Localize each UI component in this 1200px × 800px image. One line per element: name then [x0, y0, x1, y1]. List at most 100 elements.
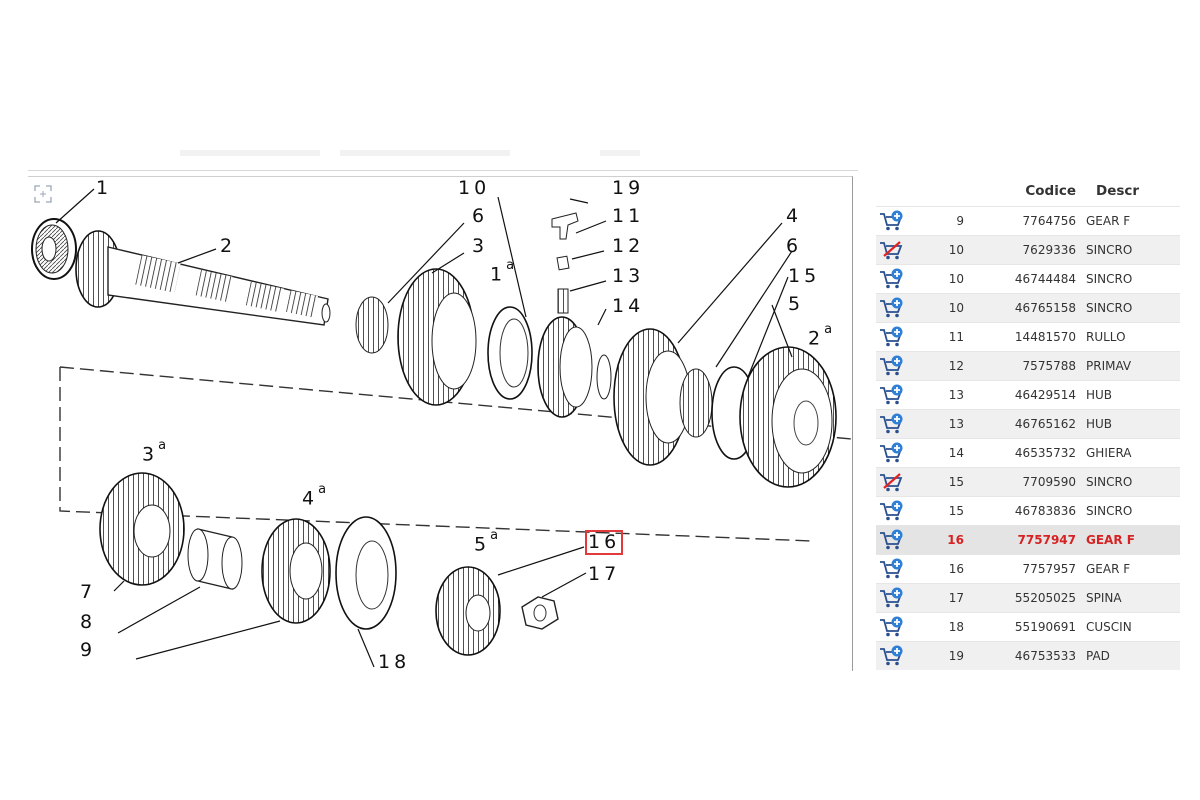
- callout-12[interactable]: 12: [612, 235, 645, 257]
- callout-3a[interactable]: 3a: [142, 438, 167, 466]
- add-to-cart-icon[interactable]: [878, 326, 906, 348]
- callout-19[interactable]: 19: [612, 177, 645, 199]
- callout-10[interactable]: 10: [458, 177, 491, 199]
- row-code[interactable]: 46429514: [976, 380, 1086, 410]
- col-code-header[interactable]: Codice: [1025, 183, 1076, 199]
- row-code[interactable]: 55205025: [976, 583, 1086, 613]
- shaft-2-part: [75, 230, 331, 326]
- add-to-cart-icon[interactable]: [878, 442, 906, 464]
- callout-2[interactable]: 2: [220, 235, 237, 257]
- expand-icon[interactable]: [34, 185, 52, 203]
- callout-14[interactable]: 14: [612, 295, 645, 317]
- bearing-1-part: [31, 218, 77, 280]
- callout-5a[interactable]: 5a: [474, 528, 499, 556]
- add-to-cart-icon[interactable]: [878, 268, 906, 290]
- callout-9[interactable]: 9: [80, 639, 97, 661]
- row-desc: PAD: [1086, 641, 1180, 670]
- callout-18[interactable]: 18: [378, 651, 411, 673]
- row-code[interactable]: 7709590: [976, 467, 1086, 497]
- row-code[interactable]: 7575788: [976, 351, 1086, 381]
- callout-6b[interactable]: 6: [786, 235, 803, 257]
- add-to-cart-icon[interactable]: [878, 210, 906, 232]
- row-code[interactable]: 46783836: [976, 496, 1086, 526]
- callout-4a[interactable]: 4a: [302, 482, 327, 510]
- row-desc: GEAR F: [1086, 554, 1180, 584]
- cart-disabled-icon[interactable]: [878, 239, 906, 261]
- add-to-cart-icon[interactable]: [878, 297, 906, 319]
- diagram-drawing: [31, 188, 852, 668]
- add-to-cart-icon[interactable]: [878, 500, 906, 522]
- callout-13[interactable]: 13: [612, 265, 645, 287]
- row-code[interactable]: 55190691: [976, 612, 1086, 642]
- add-to-cart-icon[interactable]: [878, 558, 906, 580]
- callout-7[interactable]: 7: [80, 581, 97, 603]
- row-code[interactable]: 7757947: [976, 525, 1086, 555]
- cart-disabled-icon[interactable]: [878, 471, 906, 493]
- row-num: 14: [918, 438, 976, 468]
- row-code[interactable]: 7757957: [976, 554, 1086, 584]
- add-to-cart-icon[interactable]: [878, 413, 906, 435]
- add-to-cart-icon[interactable]: [878, 384, 906, 406]
- callout-15[interactable]: 15: [788, 265, 821, 287]
- add-to-cart-icon[interactable]: [878, 645, 906, 667]
- callout-11[interactable]: 11: [612, 205, 645, 227]
- callout-5[interactable]: 5: [788, 293, 805, 315]
- row-num: 19: [918, 641, 976, 670]
- callout-16-highlighted[interactable]: 16: [584, 530, 624, 555]
- header-placeholder: [180, 150, 650, 158]
- row-num: 9: [918, 206, 976, 236]
- callout-1a[interactable]: 1a: [490, 258, 515, 286]
- col-desc-header[interactable]: Descr: [1096, 183, 1140, 199]
- row-code[interactable]: 46744484: [976, 264, 1086, 294]
- callout-17[interactable]: 17: [588, 563, 621, 585]
- table-header-row: Codice Descr: [876, 176, 1180, 207]
- header-divider: [28, 170, 858, 171]
- row-code[interactable]: 46753533: [976, 641, 1086, 670]
- row-code[interactable]: 14481570: [976, 322, 1086, 352]
- add-to-cart-icon[interactable]: [878, 355, 906, 377]
- leader-lines: [55, 188, 793, 668]
- row-desc: HUB: [1086, 380, 1180, 410]
- callout-4[interactable]: 4: [786, 205, 803, 227]
- add-to-cart-icon[interactable]: [878, 529, 906, 551]
- row-desc: HUB: [1086, 409, 1180, 439]
- callout-2a[interactable]: 2a: [808, 322, 833, 350]
- row-desc: SINCRO: [1086, 235, 1180, 265]
- row-code[interactable]: 46765158: [976, 293, 1086, 323]
- row-num: 16: [918, 554, 976, 584]
- callout-6[interactable]: 6: [472, 205, 489, 227]
- callout-8[interactable]: 8: [80, 611, 97, 633]
- row-num: 11: [918, 322, 976, 352]
- col-num: [918, 176, 976, 207]
- row-desc: GEAR F: [1086, 525, 1180, 555]
- row-code[interactable]: 46535732: [976, 438, 1086, 468]
- callout-1[interactable]: 1: [96, 177, 113, 199]
- row-code[interactable]: 7629336: [976, 235, 1086, 265]
- add-to-cart-icon[interactable]: [878, 616, 906, 638]
- row-num: 10: [918, 293, 976, 323]
- callout-3[interactable]: 3: [472, 235, 489, 257]
- row-code[interactable]: 46765162: [976, 409, 1086, 439]
- row-code[interactable]: 7764756: [976, 206, 1086, 236]
- exploded-diagram[interactable]: 1 2 6 3 10 1a 19 11 12 13 14 4 6 15 5 2a…: [28, 176, 853, 673]
- row-desc: CUSCIN: [1086, 612, 1180, 642]
- add-to-cart-icon[interactable]: [878, 587, 906, 609]
